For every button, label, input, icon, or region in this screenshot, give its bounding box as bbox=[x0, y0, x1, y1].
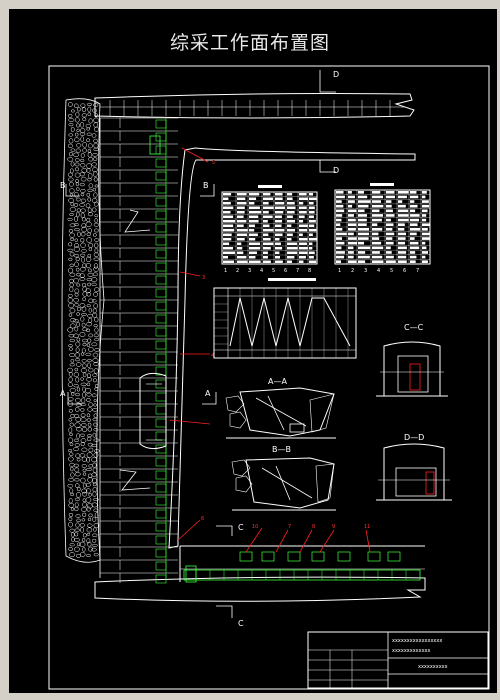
table-left-footer-label: 1 bbox=[224, 268, 227, 274]
title-block-drawing-name: xxxxxxxxxx bbox=[418, 664, 448, 670]
equipment-table-right bbox=[334, 183, 431, 265]
drawing-border bbox=[48, 65, 490, 690]
callout-6: 6 bbox=[201, 516, 204, 522]
table-right-footer-label: 1 bbox=[338, 268, 341, 274]
section-title-a-a: A—A bbox=[268, 377, 287, 386]
table-right-footer-label: 7 bbox=[416, 268, 419, 274]
equipment-table-left bbox=[221, 185, 318, 265]
section-d-d bbox=[376, 443, 452, 501]
table-left-footer-label: 2 bbox=[236, 268, 239, 274]
section-cut-marks bbox=[65, 70, 336, 618]
drawing-title: 综采工作面布置图 bbox=[169, 32, 330, 54]
callout-8: 8 bbox=[312, 524, 315, 530]
table-left-footer-label: 6 bbox=[284, 268, 287, 274]
gob-rock-zone bbox=[61, 98, 105, 563]
upper-roadway bbox=[94, 93, 415, 119]
table-right-footer-label: 2 bbox=[351, 268, 354, 274]
section-mark-b-left: B bbox=[60, 181, 66, 190]
table-left-footer-label: 7 bbox=[296, 268, 299, 274]
operation-cycle-chart bbox=[213, 278, 357, 359]
section-mark-d-bottom: D bbox=[333, 166, 339, 175]
callout-4: 4 bbox=[211, 353, 214, 359]
section-b-b bbox=[231, 457, 336, 511]
section-title-b-b: B—B bbox=[272, 445, 291, 454]
table-left-footer-label: 4 bbox=[260, 268, 263, 274]
working-face bbox=[99, 117, 416, 584]
lower-roadway bbox=[94, 545, 426, 602]
table-left-footer-label: 8 bbox=[308, 268, 311, 274]
table-right-footer-label: 3 bbox=[364, 268, 367, 274]
table-left-footer-label: 3 bbox=[248, 268, 251, 274]
table-right-footer-label: 5 bbox=[390, 268, 393, 274]
section-mark-a-left: A bbox=[60, 389, 66, 398]
table-left-footer-label: 5 bbox=[272, 268, 275, 274]
title-block-line-2: xxxxxxxxxxxxx bbox=[392, 648, 431, 654]
section-mark-c-top: C bbox=[238, 523, 244, 532]
section-c-c bbox=[376, 341, 448, 397]
callout-leaders bbox=[169, 147, 371, 553]
callout-10a: 10 bbox=[252, 524, 258, 530]
title-block-line-1: xxxxxxxxxxxxxxxxx bbox=[392, 638, 442, 644]
section-title-d-d: D—D bbox=[404, 433, 424, 442]
section-mark-a-right: A bbox=[205, 389, 211, 398]
section-mark-c-bottom: C bbox=[238, 619, 244, 628]
section-mark-b-right: B bbox=[203, 181, 209, 190]
shearer bbox=[139, 372, 167, 450]
section-mark-d-top: D bbox=[333, 70, 339, 79]
section-a-a bbox=[225, 387, 336, 439]
callout-7: 7 bbox=[288, 524, 291, 530]
callout-3: 3 bbox=[202, 275, 205, 281]
title-block bbox=[307, 631, 489, 689]
table-right-footer-label: 4 bbox=[377, 268, 380, 274]
callout-5: 5 bbox=[212, 160, 215, 166]
table-right-footer-label: 6 bbox=[403, 268, 406, 274]
callout-9: 9 bbox=[332, 524, 335, 530]
callout-11: 11 bbox=[364, 524, 370, 530]
section-title-c-c: C—C bbox=[404, 323, 424, 332]
